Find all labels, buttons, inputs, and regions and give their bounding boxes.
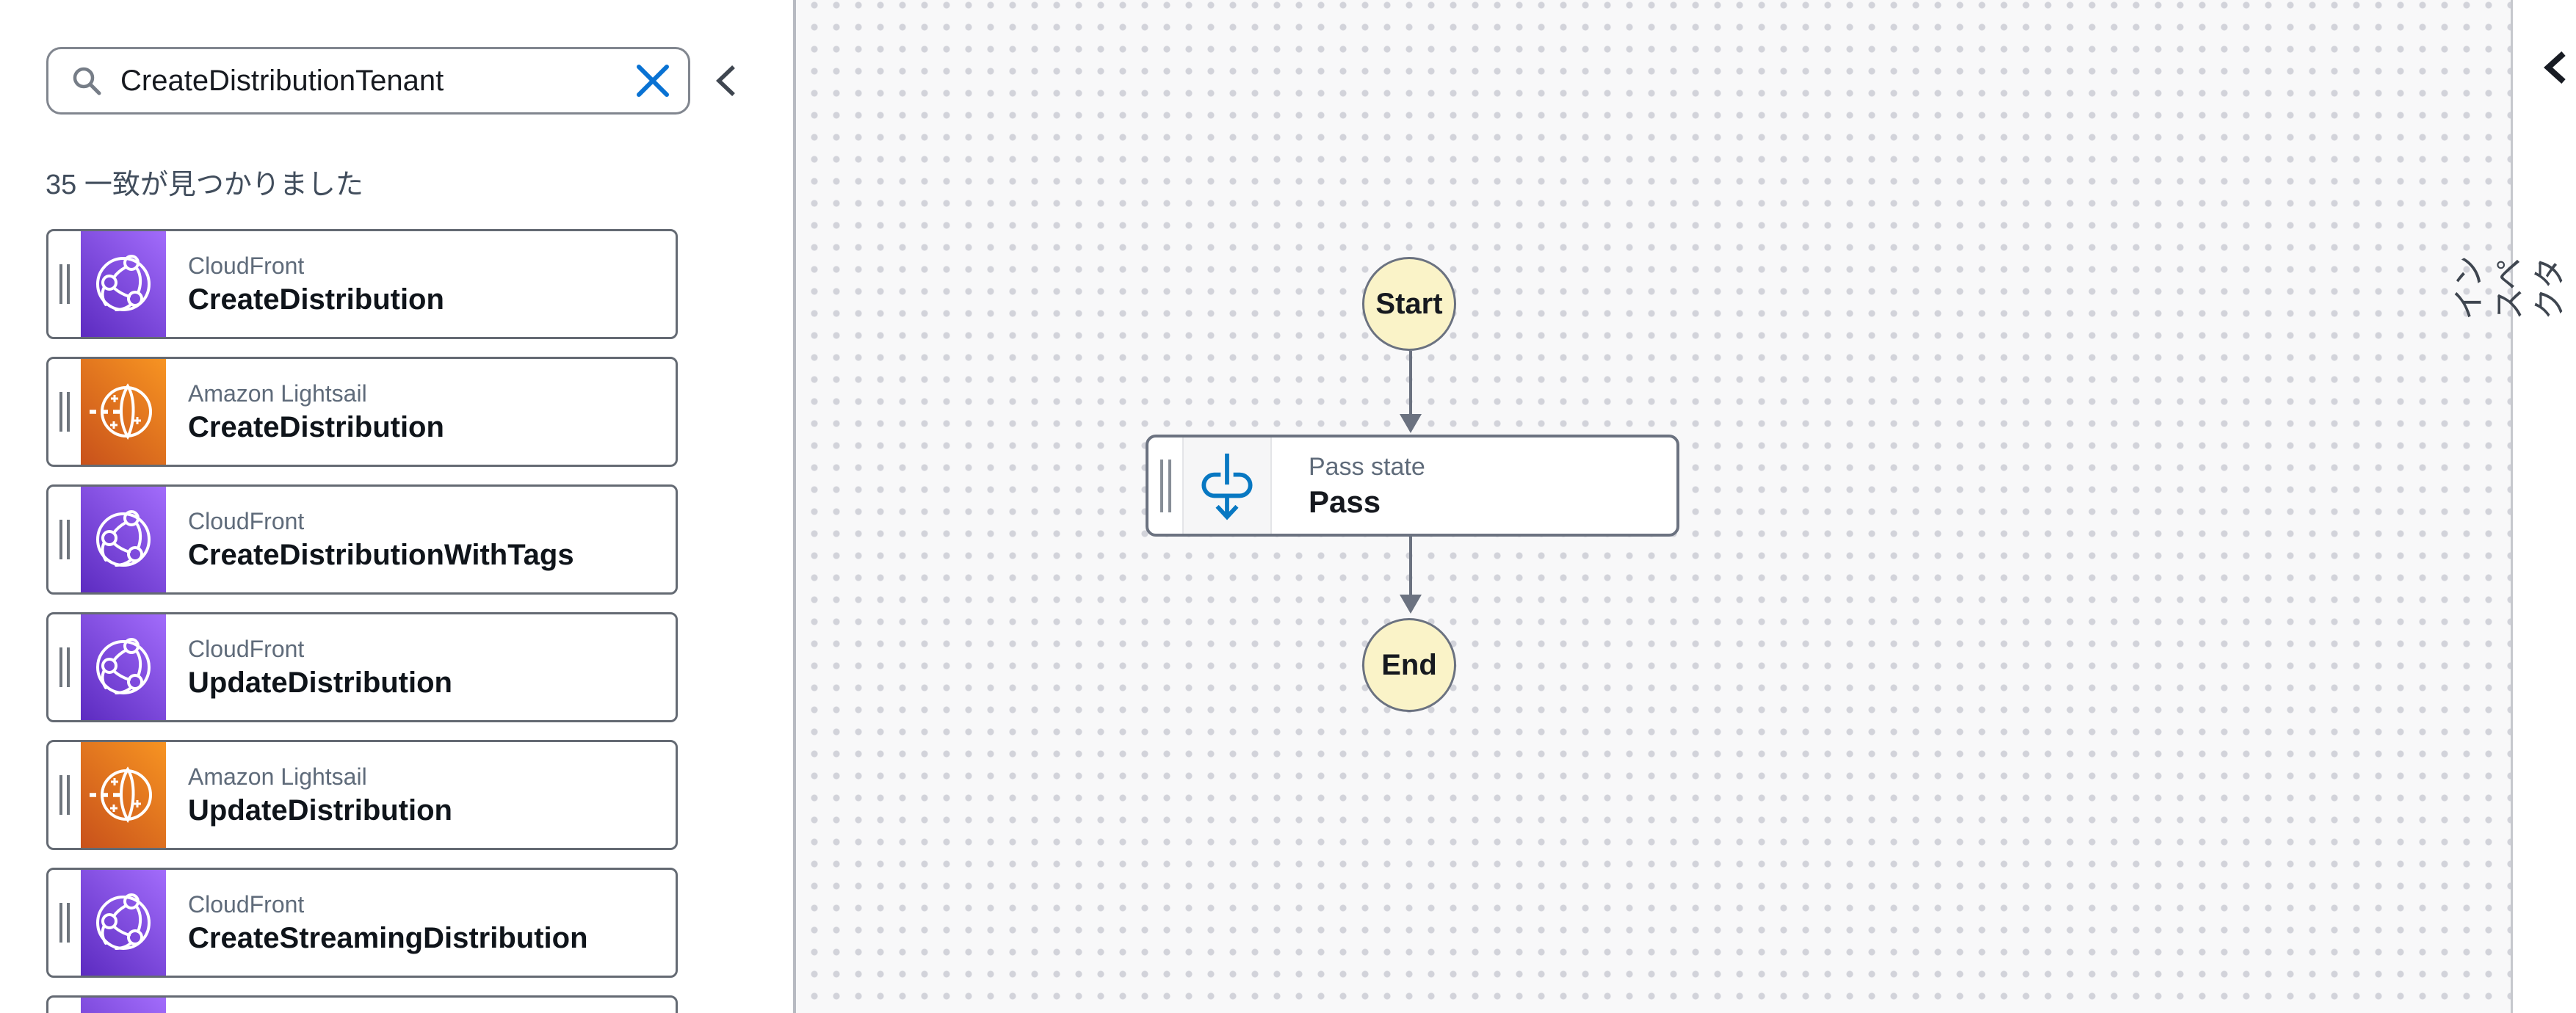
clear-search-button[interactable] <box>637 65 688 97</box>
action-list-item[interactable] <box>46 995 678 1013</box>
service-name: CloudFront <box>188 253 305 279</box>
action-name: CreateDistribution <box>188 411 444 443</box>
service-name: CloudFront <box>188 636 305 662</box>
service-name: CloudFront <box>188 891 305 918</box>
action-name: CreateDistribution <box>188 283 444 316</box>
drag-handle[interactable] <box>1148 437 1182 534</box>
cloudfront-icon <box>81 614 166 720</box>
cloudfront-icon <box>81 870 166 976</box>
action-list-item[interactable]: CloudFront CreateDistribution <box>46 229 678 339</box>
search-box <box>46 47 690 115</box>
action-list-item[interactable]: CloudFront UpdateDistribution <box>46 612 678 722</box>
cloudfront-icon <box>81 231 166 337</box>
card-meta: CloudFront CreateDistributionWithTags <box>166 487 574 592</box>
end-node-label: End <box>1381 648 1437 681</box>
pass-state-icon <box>1201 453 1253 520</box>
cloudfront-icon <box>81 998 166 1013</box>
drag-handle[interactable] <box>48 870 81 976</box>
expand-inspector-button[interactable] <box>2537 46 2574 90</box>
lightsail-icon <box>81 742 166 848</box>
card-meta: CloudFront CreateStreamingDistribution <box>166 870 588 976</box>
action-name: CreateStreamingDistribution <box>188 922 588 954</box>
action-list-item[interactable]: CloudFront CreateDistributionWithTags <box>46 484 678 595</box>
chevron-left-icon <box>716 65 735 96</box>
service-name: Amazon Lightsail <box>188 380 367 407</box>
action-list-item[interactable]: Amazon Lightsail UpdateDistribution <box>46 740 678 850</box>
cloudfront-icon <box>81 487 166 592</box>
card-meta <box>166 998 188 1013</box>
search-icon <box>73 67 101 95</box>
end-node: End <box>1362 618 1456 712</box>
workflow-canvas[interactable] <box>793 0 2576 1013</box>
clear-icon <box>637 65 669 97</box>
drag-handle[interactable] <box>48 359 81 465</box>
drag-handle[interactable] <box>48 614 81 720</box>
action-list-item[interactable]: CloudFront CreateStreamingDistribution <box>46 868 678 978</box>
search-input[interactable] <box>104 64 637 98</box>
card-meta: CloudFront UpdateDistribution <box>166 614 452 720</box>
results-count: 35 一致が見つかりました <box>46 170 363 200</box>
start-node-label: Start <box>1375 287 1443 320</box>
actions-search-sidebar: 35 一致が見つかりました CloudFront CreateDistribut… <box>0 0 793 1013</box>
inspector-tab-label[interactable]: インスペクター <box>2451 255 2576 320</box>
drag-handle[interactable] <box>48 231 81 337</box>
pass-icon-cell <box>1182 437 1272 534</box>
pass-node-text: Pass state Pass <box>1272 437 1425 534</box>
drag-handle[interactable] <box>48 487 81 592</box>
card-meta: CloudFront CreateDistribution <box>166 231 444 337</box>
inspector-panel <box>2513 0 2576 1013</box>
collapse-sidebar-button[interactable] <box>703 57 748 104</box>
pass-state-node[interactable]: Pass state Pass <box>1146 435 1679 537</box>
action-list-item[interactable]: Amazon Lightsail CreateDistribution <box>46 357 678 467</box>
drag-handle[interactable] <box>48 998 81 1013</box>
card-meta: Amazon Lightsail UpdateDistribution <box>166 742 452 848</box>
action-name: UpdateDistribution <box>188 794 452 827</box>
service-name: CloudFront <box>188 508 305 534</box>
card-meta: Amazon Lightsail CreateDistribution <box>166 359 444 465</box>
pass-node-type: Pass state <box>1309 452 1425 481</box>
lightsail-icon <box>81 359 166 465</box>
drag-handle[interactable] <box>48 742 81 848</box>
chevron-left-icon <box>2544 51 2566 84</box>
action-name: CreateDistributionWithTags <box>188 539 574 571</box>
pass-node-name: Pass <box>1309 484 1381 519</box>
sidebar-canvas-divider <box>793 0 796 1013</box>
service-name: Amazon Lightsail <box>188 763 367 790</box>
start-node: Start <box>1362 257 1456 351</box>
canvas-panel-divider <box>2511 0 2513 1013</box>
action-name: UpdateDistribution <box>188 667 452 699</box>
